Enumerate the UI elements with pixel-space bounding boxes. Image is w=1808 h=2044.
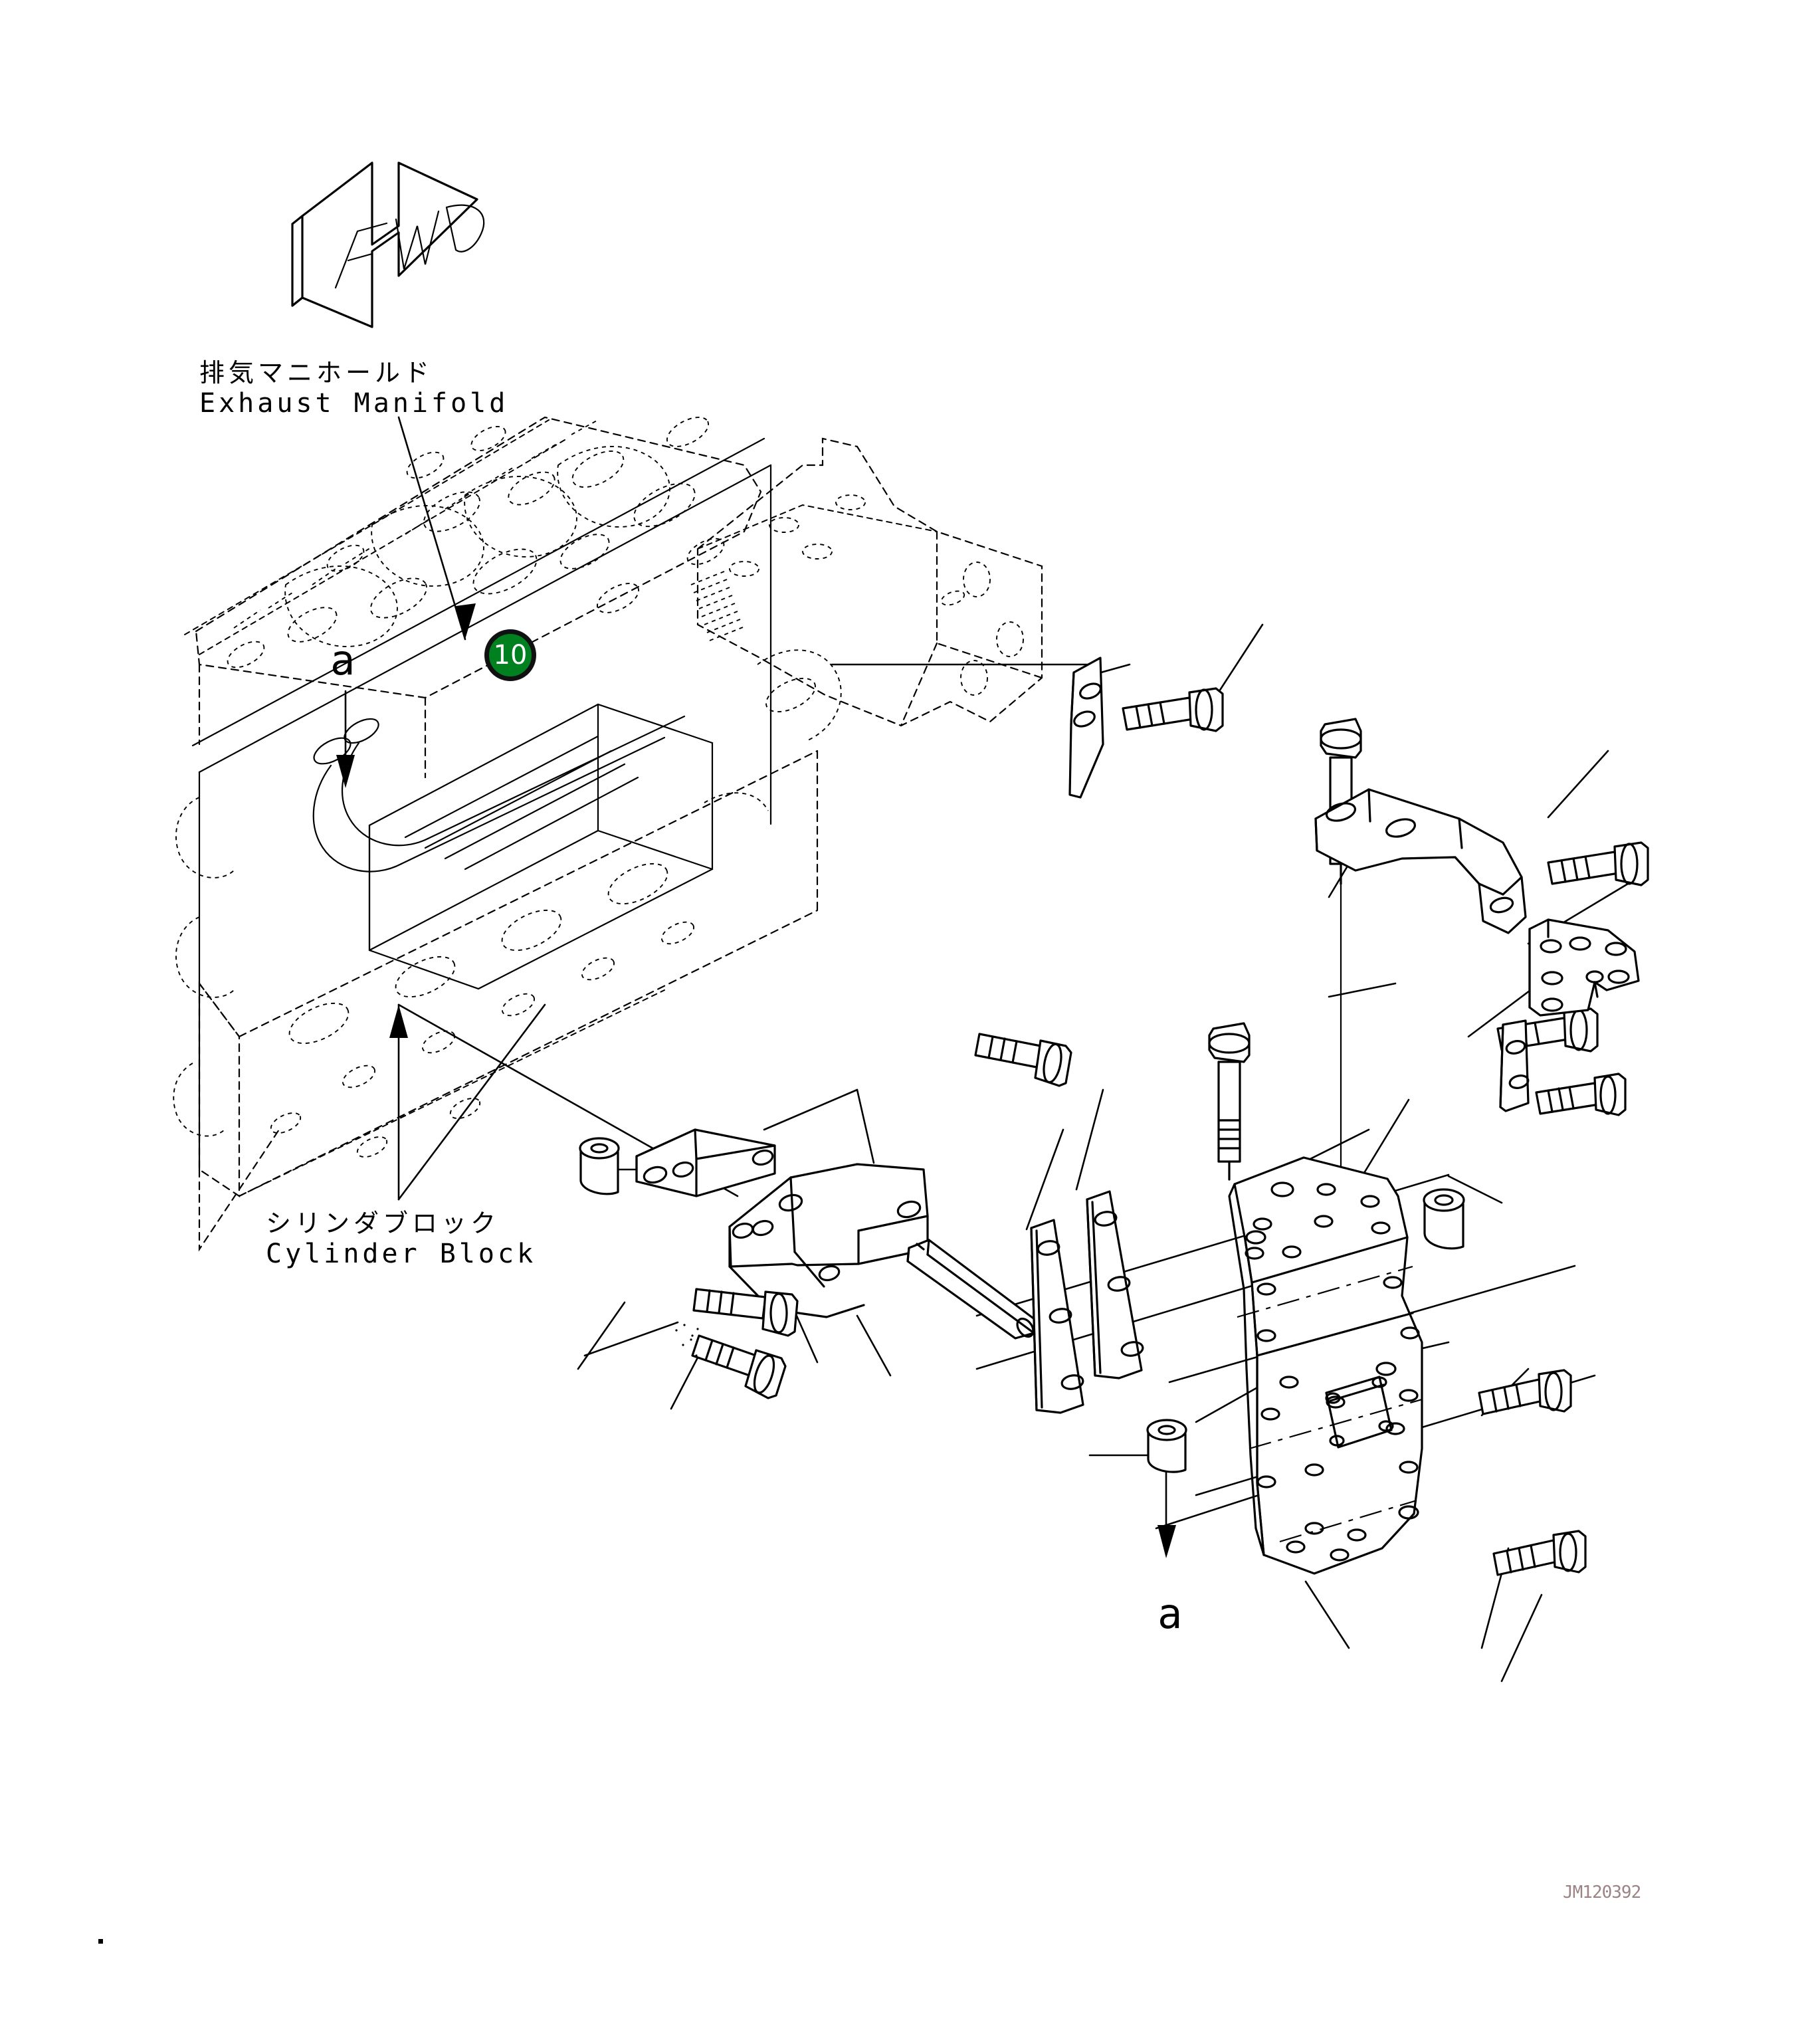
section-ref-a-top: a (330, 636, 355, 684)
hex-flange-bolt-short-o (1478, 1369, 1572, 1415)
hex-flange-bolt-long-b (1208, 1022, 1251, 1181)
bent-arm-bracket (1314, 788, 1527, 934)
exhaust-manifold-label-en: Exhaust Manifold (199, 387, 509, 419)
drawing-number: JM120392 (1563, 1883, 1641, 1902)
cast-support-bracket (635, 1128, 929, 1318)
flat-strap-bracket-upper (1068, 657, 1104, 799)
hex-flange-bolt-short-h (675, 1324, 686, 1332)
cylinder-block-label: シリンダブロック Cylinder Block (266, 1209, 536, 1269)
spacer-collar-bottom (1146, 1419, 1187, 1473)
section-ref-a-bottom: a (1157, 1589, 1183, 1638)
registration-dot (98, 1939, 103, 1944)
fwd-arrow-icon (291, 161, 485, 328)
hex-flange-bolt-short-e (1535, 1073, 1627, 1116)
engine-assembly (173, 416, 1043, 1252)
hex-flange-bolt-short-f (692, 1288, 799, 1337)
hex-flange-bolt-short-g (691, 1334, 787, 1399)
small-tab-plate (1499, 1019, 1530, 1112)
valve-cover (368, 703, 714, 990)
exhaust-manifold-label: 排気マニホールド Exhaust Manifold (199, 358, 509, 419)
spacer-collar-left (579, 1137, 620, 1195)
tie-rod-tube (906, 1239, 1037, 1340)
hex-flange-bolt-short-n (974, 1033, 1072, 1087)
hex-flange-bolt-short-p (1492, 1530, 1587, 1576)
large-mounting-plate (1228, 1156, 1423, 1575)
exhaust-manifold-part (312, 715, 686, 872)
cylinder-block-label-en: Cylinder Block (266, 1238, 537, 1269)
hex-flange-bolt-short-b (1547, 841, 1649, 886)
callout-marker-10[interactable]: 10 (484, 629, 536, 681)
hex-flange-bolt-short-a (1122, 687, 1224, 732)
exhaust-manifold-label-jp: 排気マニホールド (199, 358, 434, 387)
spacer-collar-right (1423, 1188, 1465, 1250)
strap-plate-b (1086, 1190, 1144, 1380)
strap-plate-a (1030, 1219, 1084, 1414)
cylinder-block-label-jp: シリンダブロック (266, 1209, 500, 1238)
triangular-gusset-plate (1528, 918, 1640, 1017)
engine-mount-boss (696, 437, 1043, 727)
